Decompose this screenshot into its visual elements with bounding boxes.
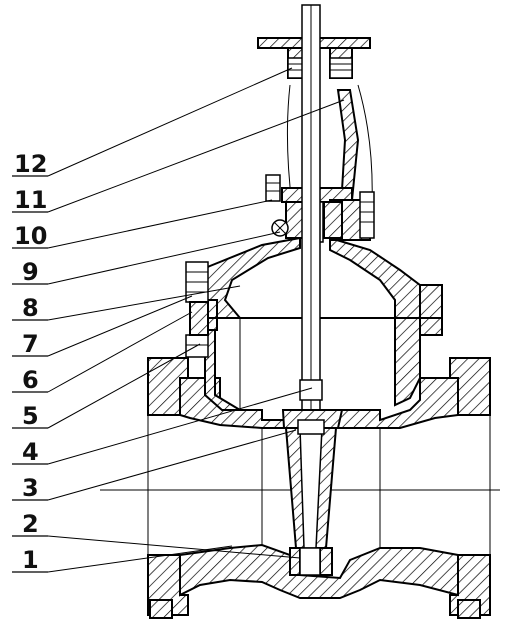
part-number-1: 1 bbox=[22, 546, 39, 574]
part-number-7: 7 bbox=[22, 330, 39, 358]
part-labels: 12 11 10 9 8 7 6 5 4 3 2 1 bbox=[12, 150, 48, 574]
part-number-2: 2 bbox=[22, 510, 39, 538]
part-number-9: 9 bbox=[22, 258, 39, 286]
part-number-10: 10 bbox=[14, 222, 47, 250]
part-number-6: 6 bbox=[22, 366, 39, 394]
bonnet-bolt bbox=[185, 261, 209, 358]
part-number-12: 12 bbox=[14, 150, 47, 178]
part-number-3: 3 bbox=[22, 474, 39, 502]
part-number-4: 4 bbox=[22, 438, 39, 466]
leader-lines bbox=[47, 67, 345, 573]
part-number-8: 8 bbox=[22, 294, 39, 322]
valve-body bbox=[100, 317, 500, 619]
part-number-5: 5 bbox=[22, 402, 39, 430]
seat bbox=[289, 547, 333, 576]
stem bbox=[299, 4, 323, 426]
part-number-11: 11 bbox=[14, 186, 47, 214]
